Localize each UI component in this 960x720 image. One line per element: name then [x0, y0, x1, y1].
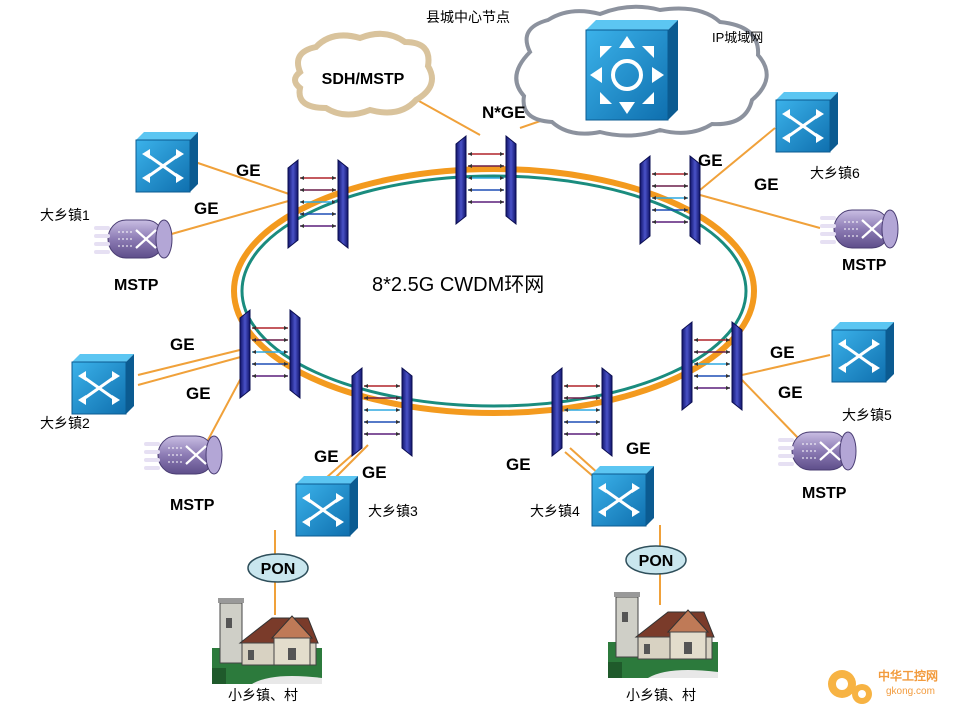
watermark-brand: 中华工控网 — [878, 668, 938, 683]
ge-label-t5a: GE — [770, 343, 795, 362]
town3-label: 大乡镇3 — [368, 503, 418, 519]
mstp-device-town1 — [92, 218, 174, 260]
oadm-node-bottomright — [551, 367, 613, 457]
switch-town3 — [294, 474, 360, 538]
switch-town1 — [134, 130, 200, 194]
watermark-url: gkong.com — [886, 686, 935, 697]
ge-label-t2b: GE — [186, 384, 211, 403]
center-node-title: 县城中心节点 — [426, 9, 510, 25]
switch-town6 — [774, 90, 840, 154]
sdh-cloud: SDH/MSTP — [292, 30, 435, 118]
ring-outer — [231, 166, 757, 416]
watermark-logo: 中华工控网 gkong.com — [828, 668, 938, 704]
town1-label: 大乡镇1 — [40, 207, 90, 223]
pon-node-right: PON — [625, 545, 687, 575]
ge-label-t6b: GE — [754, 175, 779, 194]
ring-inner — [240, 174, 748, 408]
town6-label: 大乡镇6 — [810, 165, 860, 181]
ge-label-t2a: GE — [170, 335, 195, 354]
pon-right-label: PON — [639, 553, 674, 570]
mstp-label-t5: MSTP — [802, 485, 847, 502]
ring-label: 8*2.5G CWDM环网 — [372, 274, 544, 296]
town5-label: 大乡镇5 — [842, 407, 892, 423]
ge-label-t1a: GE — [236, 161, 261, 180]
ge-label-t1b: GE — [194, 199, 219, 218]
mstp-device-town5 — [776, 430, 858, 472]
ge-label-t5b: GE — [778, 383, 803, 402]
oadm-node-right — [681, 321, 743, 411]
village-church-right — [607, 591, 719, 679]
nge-label: N*GE — [482, 103, 525, 122]
pon-left-label: PON — [261, 561, 296, 578]
ge-label-t6a: GE — [698, 151, 723, 170]
mstp-device-town6 — [818, 208, 900, 250]
village-church-left — [211, 597, 323, 685]
mstp-label-t6: MSTP — [842, 257, 887, 274]
ge-label-t3a: GE — [314, 447, 339, 466]
ge-label-t3b: GE — [362, 463, 387, 482]
switch-town4 — [590, 464, 656, 528]
town2-label: 大乡镇2 — [40, 415, 90, 431]
switch-town2 — [70, 352, 136, 416]
village-left-label: 小乡镇、村 — [228, 687, 298, 703]
village-right-label: 小乡镇、村 — [626, 687, 696, 703]
pon-node-left: PON — [247, 553, 309, 583]
mstp-device-town2 — [142, 434, 224, 476]
ip-cloud-label: IP城域网 — [712, 30, 763, 45]
mstp-label-t1: MSTP — [114, 277, 159, 294]
oadm-node-bottomleft — [351, 367, 413, 457]
town4-label: 大乡镇4 — [530, 503, 580, 519]
oadm-node-top — [455, 135, 517, 225]
switch-town5 — [830, 320, 896, 384]
sdh-cloud-label: SDH/MSTP — [322, 71, 405, 88]
core-router — [585, 20, 678, 121]
ge-label-t4b: GE — [626, 439, 651, 458]
mstp-label-t2: MSTP — [170, 497, 215, 514]
ge-label-t4a: GE — [506, 455, 531, 474]
